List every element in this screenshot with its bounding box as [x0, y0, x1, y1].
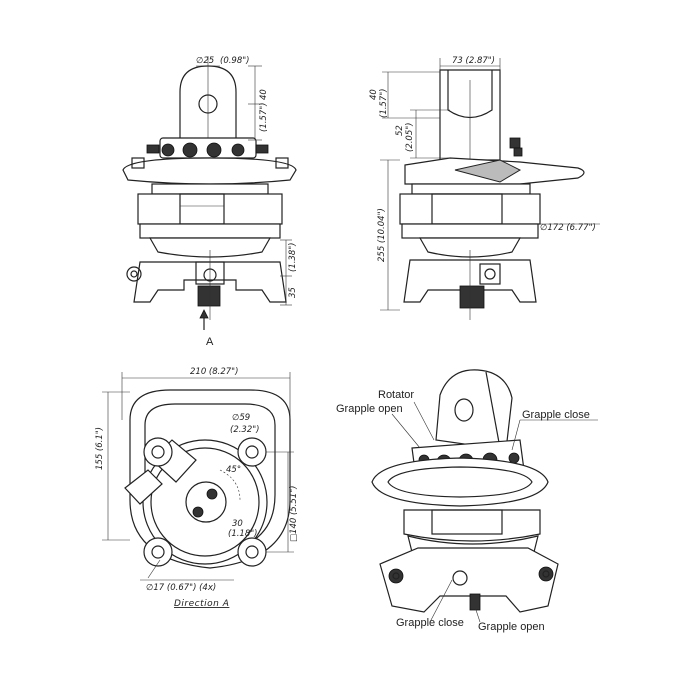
bottom-dim-width: 210 (8.27"): [190, 367, 238, 377]
iso-label-rotator: Rotator: [378, 389, 414, 401]
bottom-dim-30: 30: [232, 519, 243, 529]
iso-label-grapple-open-bottom: Grapple open: [478, 621, 545, 633]
iso-label-grapple-open-top: Grapple open: [336, 403, 403, 415]
front-dim-bottom-in: (1.38"): [288, 243, 298, 272]
side-dim-mid-in: (2.05"): [405, 123, 415, 152]
front-arrow-label: A: [206, 336, 214, 348]
front-dim-top: 40: [259, 89, 269, 100]
bottom-dim-holes: ∅17 (0.67") (4x): [146, 583, 216, 593]
side-view: 73 (2.87") 40 (1.57") 52 (2.05") 255 (10…: [369, 56, 600, 320]
side-dim-height: 255 (10.04"): [377, 208, 387, 262]
side-dim-mid: 52: [395, 125, 405, 136]
bottom-dim-center-in: (2.32"): [230, 425, 259, 435]
front-dim-top-in: (1.57"): [259, 103, 269, 132]
iso-label-grapple-close-top: Grapple close: [522, 409, 590, 421]
iso-view: Rotator Grapple open Grapple close Grapp…: [336, 369, 598, 633]
bottom-dim-angle: 45°: [226, 465, 241, 475]
side-dim-width: 73 (2.87"): [452, 56, 495, 66]
front-view: ∅25 (0.98") 40 (1.57") (1.38") 35 A: [122, 56, 298, 348]
side-dim-dia: ∅172 (6.77"): [540, 223, 596, 233]
bottom-dim-bolt-circle: □140 (5.51"): [289, 486, 299, 542]
bottom-dim-center: ∅59: [232, 413, 250, 423]
side-dim-top-in: (1.57"): [379, 89, 389, 118]
bottom-dim-30-in: (1.18"): [228, 529, 257, 539]
bottom-view: 210 (8.27") 155 (6.1") ∅59 (2.32") 45° 3…: [95, 367, 299, 609]
front-dim-bottom: 35: [288, 287, 298, 298]
bottom-caption: Direction A: [174, 599, 229, 609]
iso-label-grapple-close-bottom: Grapple close: [396, 617, 464, 629]
front-dim-pin: ∅25: [196, 56, 214, 66]
side-dim-top: 40: [369, 89, 379, 100]
bottom-dim-height: 155 (6.1"): [95, 427, 105, 470]
front-dim-pin-in: (0.98"): [220, 56, 249, 66]
